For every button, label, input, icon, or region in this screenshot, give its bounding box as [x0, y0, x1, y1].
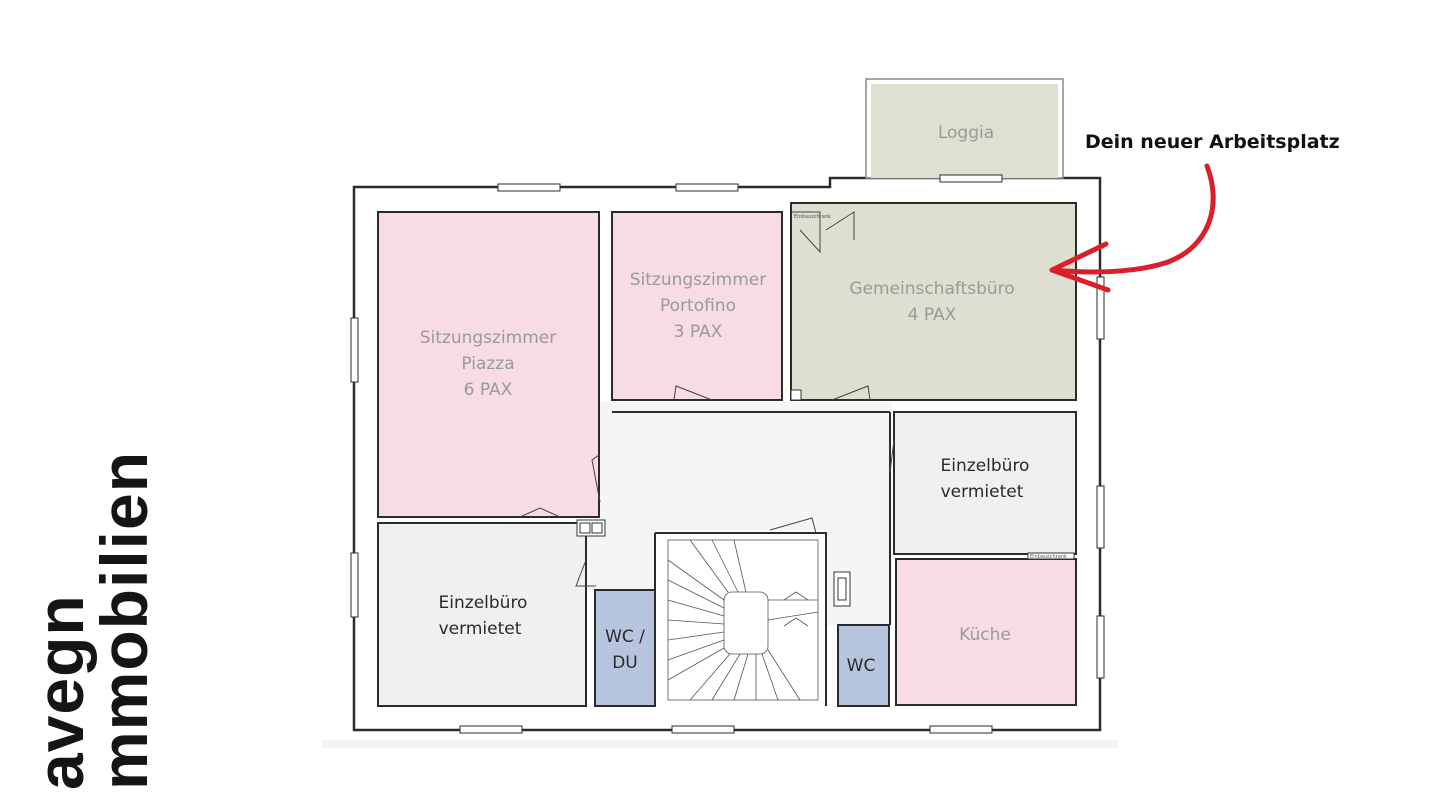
room-sitzungszimmer-portofino	[612, 212, 782, 400]
room-loggia	[871, 84, 1058, 178]
gemeinschaft-label-2: 4 PAX	[908, 305, 957, 325]
room-kueche	[896, 559, 1076, 705]
plan-shadow	[322, 740, 1118, 748]
einzel-right-label-2: vermietet	[941, 482, 1024, 502]
kueche-label: Küche	[959, 625, 1011, 645]
annotation-dein-neuer-arbeitsplatz: Dein neuer Arbeitsplatz	[1085, 131, 1340, 153]
loggia-label: Loggia	[938, 123, 994, 143]
windows	[350, 174, 1105, 734]
room-gemeinschaftsbuero	[791, 203, 1076, 400]
wc-label: WC	[847, 656, 876, 676]
fixtures	[576, 389, 1075, 607]
staircase	[667, 539, 819, 701]
doors	[519, 211, 895, 587]
room-hall-lower	[575, 530, 655, 590]
einzel-right-label-1: Einzelbüro	[941, 456, 1030, 476]
red-arrow-icon	[1049, 163, 1216, 293]
brand-line-2: mmobilien	[87, 450, 161, 790]
room-sitzungszimmer-piazza	[378, 212, 599, 517]
wc-du-label-2: DU	[612, 653, 638, 673]
gemeinschaft-label-1: Gemeinschaftsbüro	[849, 279, 1014, 299]
brand-line-1: avegn	[23, 594, 97, 790]
einzel-left-label-1: Einzelbüro	[439, 593, 528, 613]
einzel-left-label-2: vermietet	[439, 619, 522, 639]
einbauschrank-label-1: Einbauschrank	[794, 214, 831, 220]
einbauschrank-label-2: Einbauschrank	[1030, 554, 1067, 560]
portofino-label-3: 3 PAX	[674, 322, 723, 342]
room-einzelbuero-left	[378, 523, 586, 706]
piazza-label-3: 6 PAX	[464, 380, 513, 400]
room-hall	[600, 402, 892, 530]
piazza-label-2: Piazza	[461, 354, 514, 374]
room-einzelbuero-right	[894, 412, 1076, 554]
interior-walls	[377, 202, 1077, 707]
brand-logo: avegn mmobilien	[23, 450, 161, 790]
portofino-label-2: Portofino	[660, 296, 736, 316]
portofino-label-1: Sitzungszimmer	[630, 270, 767, 290]
wc-du-label-1: WC /	[605, 627, 645, 647]
room-wc-du	[595, 590, 655, 706]
room-wc	[838, 625, 889, 706]
piazza-label-1: Sitzungszimmer	[420, 328, 557, 348]
